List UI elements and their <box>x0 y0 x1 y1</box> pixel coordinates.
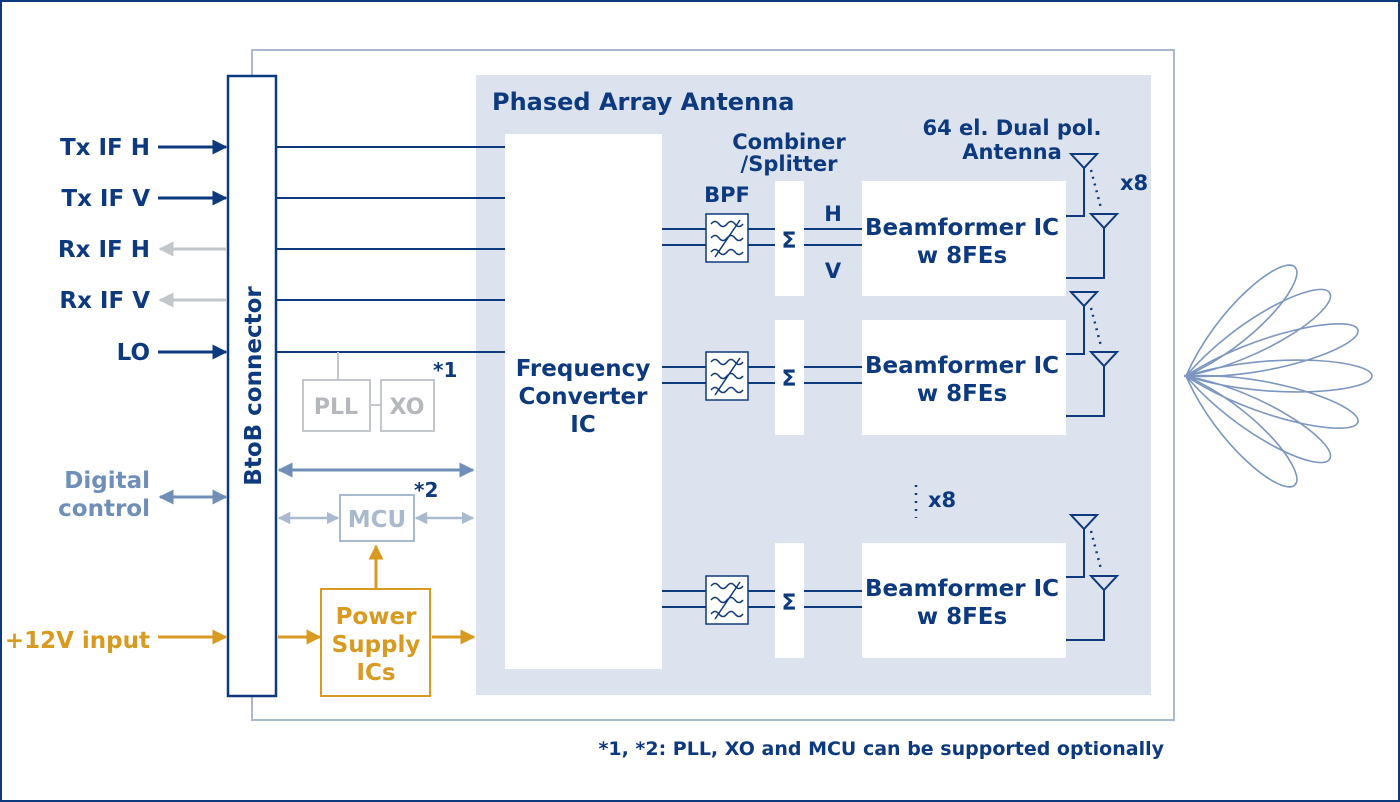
channel-row-2: Σ Beamformer IC w 8FEs <box>662 291 1120 435</box>
xo-label: XO <box>390 395 425 420</box>
radiation-pattern-icon <box>1183 264 1373 488</box>
bpf-filter-icon <box>705 575 749 625</box>
lo-label: LO <box>117 340 150 366</box>
xo-block <box>380 379 435 432</box>
btob-connector-label: BtoB connector <box>241 286 267 486</box>
combiner-label-line1: Combiner <box>732 130 846 154</box>
note1-mark: *1 <box>433 358 457 382</box>
bpf-filter-icon <box>705 213 749 263</box>
pll-label: PLL <box>314 395 358 420</box>
antenna-element-icon <box>1066 153 1120 279</box>
power-input-label: +12V input <box>5 628 150 654</box>
antenna-multiplier-label: x8 <box>1120 171 1148 195</box>
channel-row-3: Σ Beamformer IC w 8FEs <box>662 514 1120 658</box>
combiner-splitter-block <box>775 181 804 296</box>
note2-mark: *2 <box>414 478 438 502</box>
polarization-v-label: V <box>825 259 842 283</box>
power-supply-label-line1: Power <box>336 604 418 630</box>
beamformer-label-line1: Beamformer IC <box>865 215 1059 241</box>
tx-if-v-label: Tx IF V <box>61 186 150 212</box>
polarization-h-label: H <box>824 202 842 226</box>
beamformer-block <box>862 181 1066 296</box>
tx-if-h-label: Tx IF H <box>60 135 150 161</box>
combiner-splitter-block <box>775 543 804 658</box>
btob-connector <box>226 74 278 698</box>
channel-row-1: Σ H V Beamformer IC w 8FEs x8 <box>662 153 1148 296</box>
rx-if-h-label: Rx IF H <box>58 237 150 263</box>
beamformer-block <box>862 320 1066 435</box>
rows-multiplier-label: x8 <box>928 488 956 512</box>
combiner-splitter-block <box>775 320 804 435</box>
frequency-converter-block <box>505 134 662 669</box>
antenna-label-line1: 64 el. Dual pol. <box>923 116 1102 140</box>
if-signal-lines <box>277 146 505 353</box>
rx-if-v-label: Rx IF V <box>59 288 150 314</box>
beamformer-label-line1: Beamformer IC <box>865 576 1059 602</box>
beamformer-label-line2: w 8FEs <box>917 243 1007 269</box>
antenna-element-icon <box>1066 291 1120 417</box>
bpf-label: BPF <box>704 183 750 207</box>
beamformer-label-line1: Beamformer IC <box>865 353 1059 379</box>
beamformer-label-line2: w 8FEs <box>917 604 1007 630</box>
power-supply-label-line2: Supply <box>332 632 421 658</box>
sigma-symbol: Σ <box>781 591 796 616</box>
digital-control-label-line1: Digital <box>64 468 150 494</box>
mcu-block <box>339 494 415 542</box>
antenna-label-line2: Antenna <box>962 140 1062 164</box>
sigma-symbol: Σ <box>781 229 796 254</box>
power-supply-block <box>320 588 431 697</box>
frequency-converter-label-line3: IC <box>570 412 595 438</box>
beamformer-block <box>862 543 1066 658</box>
frequency-converter-label-line1: Frequency <box>516 356 651 382</box>
frequency-converter-label-line2: Converter <box>519 384 649 410</box>
mcu-label: MCU <box>348 507 406 533</box>
antenna-element-icon <box>1066 514 1120 641</box>
sigma-symbol: Σ <box>781 367 796 392</box>
beamformer-label-line2: w 8FEs <box>917 381 1007 407</box>
bpf-filter-icon <box>705 351 749 401</box>
footnote: *1, *2: PLL, XO and MCU can be supported… <box>598 738 1164 760</box>
power-supply-label-line3: ICs <box>356 660 395 686</box>
phased-array-title: Phased Array Antenna <box>492 88 794 116</box>
pll-block <box>302 379 371 432</box>
digital-control-label-line2: control <box>58 496 150 522</box>
combiner-label-line2: /Splitter <box>741 152 839 176</box>
